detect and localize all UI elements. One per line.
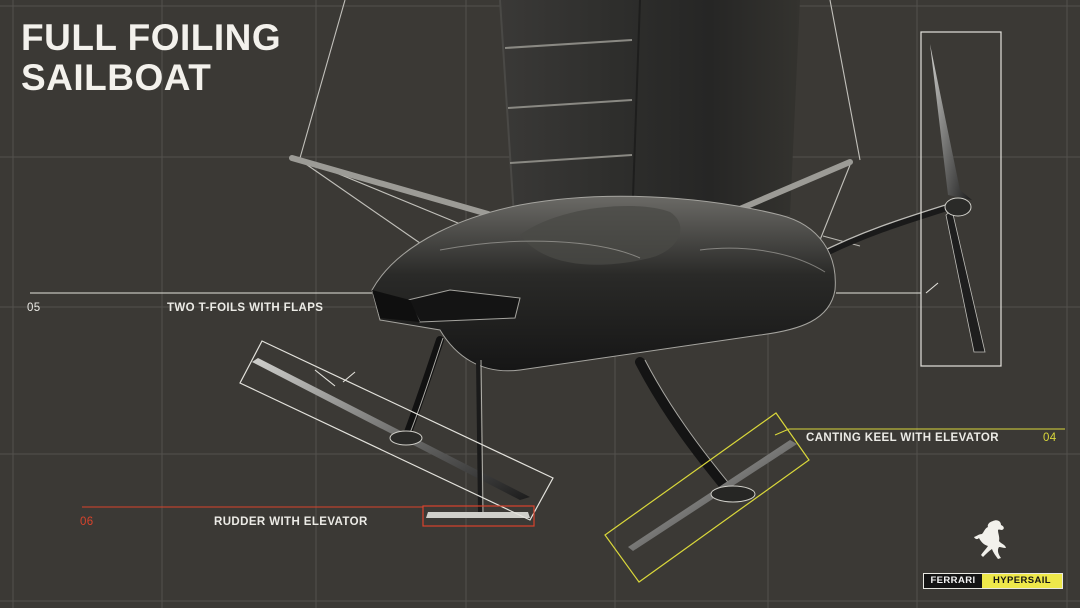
leader-lines bbox=[30, 282, 1065, 508]
title-line-1: FULL FOILING bbox=[21, 17, 282, 58]
canting-keel bbox=[628, 357, 797, 551]
starboard-foil-arm bbox=[811, 44, 986, 353]
callout-tfoils-label: TWO T-FOILS WITH FLAPS bbox=[167, 302, 324, 314]
brand-ferrari: FERRARI bbox=[924, 574, 982, 588]
wing-sail bbox=[499, 0, 800, 233]
brand-hypersail: HYPERSAIL bbox=[982, 574, 1062, 588]
callout-rudder-number: 06 bbox=[80, 516, 94, 528]
title-line-2: SAILBOAT bbox=[21, 57, 212, 98]
prancing-horse-icon bbox=[974, 520, 1006, 559]
callout-keel-number: 04 bbox=[1043, 432, 1057, 444]
page-title: FULL FOILING SAILBOAT bbox=[21, 18, 281, 98]
port-foil bbox=[252, 336, 530, 500]
rigging-lines bbox=[299, 0, 861, 251]
hull bbox=[371, 195, 836, 372]
callout-keel-label: CANTING KEEL WITH ELEVATOR bbox=[806, 432, 999, 444]
callout-rudder-label: RUDDER WITH ELEVATOR bbox=[214, 516, 368, 528]
callout-boxes bbox=[239, 31, 1002, 583]
brand-badge: FERRARI HYPERSAIL bbox=[923, 573, 1063, 589]
rudder bbox=[426, 359, 530, 518]
callout-tfoils-number: 05 bbox=[27, 302, 41, 314]
